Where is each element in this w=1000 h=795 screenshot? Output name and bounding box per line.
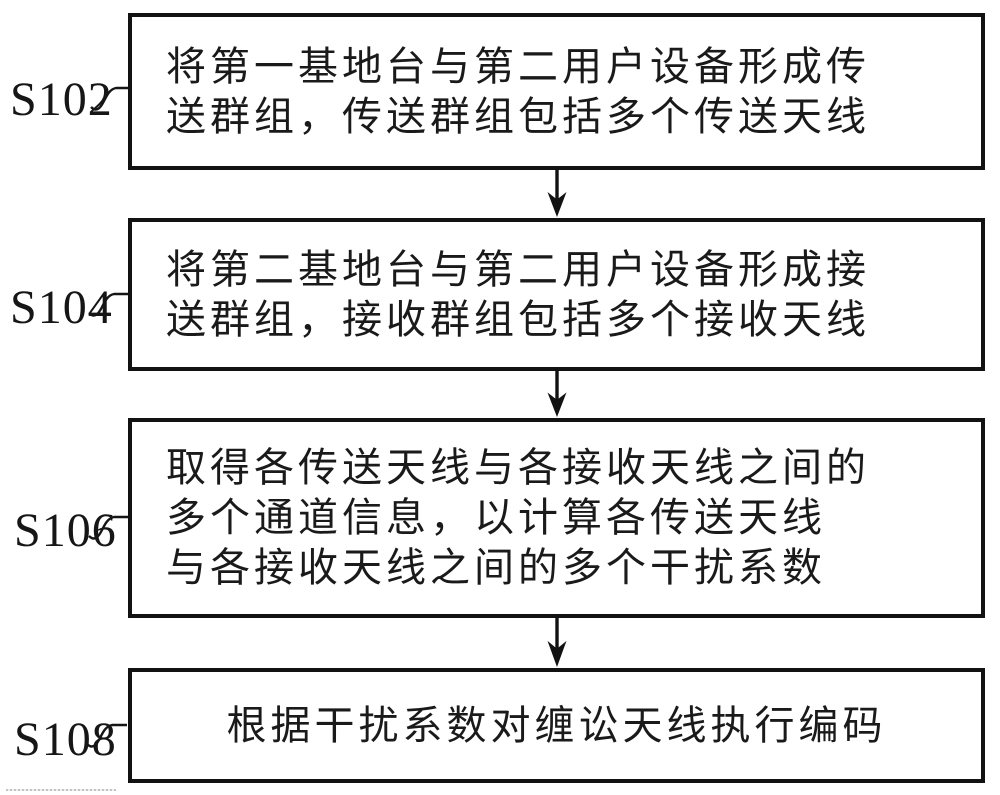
box-s104-text-line: 将第二基地台与第二用户设备形成接 — [166, 246, 870, 292]
box-s104-text-line: 送群组，接收群组包括多个接收天线 — [166, 296, 870, 342]
flow-arrow-down-3 — [547, 618, 567, 667]
reference-squiggle-s102 — [90, 86, 131, 111]
flowchart-box-s106: 取得各传送天线与各接收天线之间的 多个通道信息，以计算各传送天线 与各接收天线之… — [128, 418, 985, 618]
reference-squiggle-s106 — [88, 515, 129, 540]
flow-arrow-down-2 — [547, 371, 567, 418]
flow-arrow-down-1 — [547, 170, 567, 217]
scan-artifact-line — [6, 789, 116, 791]
box-s106-text-line: 多个通道信息，以计算各传送天线 — [166, 495, 826, 540]
flowchart-box-s104: 将第二基地台与第二用户设备形成接 送群组，接收群组包括多个接收天线 — [128, 218, 985, 371]
box-s106-text-line: 取得各传送天线与各接收天线之间的 — [166, 445, 870, 490]
reference-squiggle-s104 — [88, 292, 129, 317]
step-label-s106: S106 — [14, 504, 117, 557]
step-label-s102: S102 — [10, 73, 113, 126]
box-s102-text-line: 将第一基地台与第二用户设备形成传 — [166, 43, 870, 89]
reference-squiggle-s108 — [86, 723, 127, 748]
flowchart-box-s108: 根据干扰系数对缠讼天线执行编码 — [128, 668, 985, 783]
box-s102-text-line: 送群组，传送群组包括多个传送天线 — [166, 93, 870, 139]
step-label-s104: S104 — [10, 281, 113, 334]
box-s106-text-line: 与各接收天线之间的多个干扰系数 — [166, 545, 826, 590]
box-s108-text-line: 根据干扰系数对缠讼天线执行编码 — [226, 702, 887, 748]
flowchart-box-s102: 将第一基地台与第二用户设备形成传 送群组，传送群组包括多个传送天线 — [128, 13, 985, 170]
